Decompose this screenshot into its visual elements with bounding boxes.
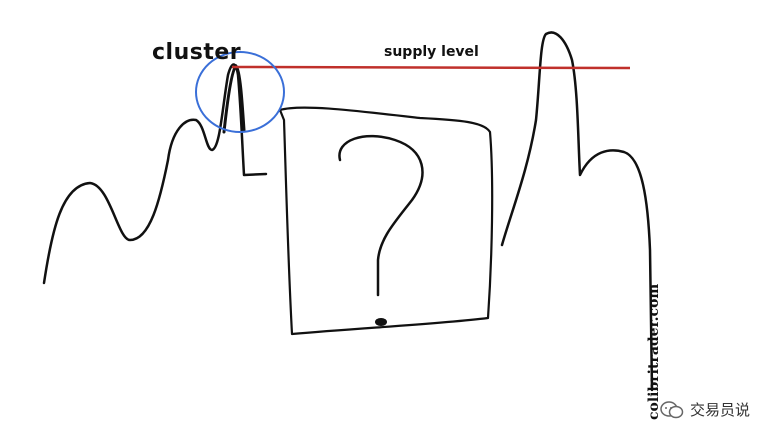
cluster-label: cluster xyxy=(152,40,242,65)
supply-level-line xyxy=(231,65,631,70)
price-path-left xyxy=(42,63,268,285)
footer-brand: 交易员说 xyxy=(660,399,750,420)
price-path-right xyxy=(500,31,654,392)
question-mark-dot xyxy=(375,318,387,326)
question-mark-curve xyxy=(338,134,424,297)
question-box xyxy=(278,106,494,336)
supply-level-label: supply level xyxy=(384,44,479,60)
cluster-circle xyxy=(195,51,285,133)
footer-text: 交易员说 xyxy=(690,401,751,419)
chat-bubble-icon xyxy=(660,400,684,418)
